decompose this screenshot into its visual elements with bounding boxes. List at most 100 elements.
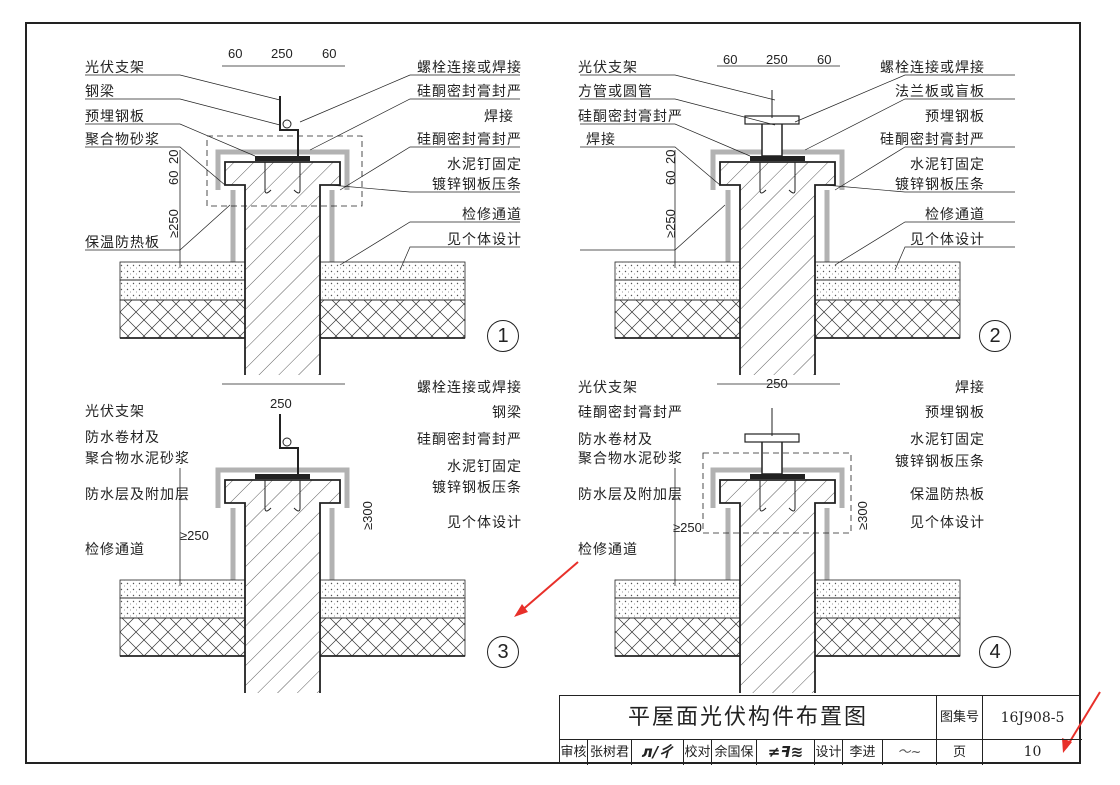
dimension: 60: [817, 52, 832, 67]
label: 法兰板或盲板: [895, 84, 985, 100]
check-label: 校对: [684, 740, 712, 765]
dimension: 60: [322, 46, 337, 61]
slab-layer: [119, 579, 246, 599]
label: 聚合物水泥砂浆: [85, 451, 190, 467]
label: 硅酮密封膏封严: [417, 132, 522, 148]
leader-line: [834, 221, 1015, 266]
label: 光伏支架: [578, 60, 638, 76]
label: 保温防热板: [85, 235, 160, 251]
label: 预埋钢板: [85, 109, 145, 125]
designer-signature: 〜~: [883, 740, 937, 765]
design-label: 设计: [815, 740, 843, 765]
insulation-layer: [119, 617, 246, 657]
bolt: [282, 437, 292, 447]
insulation-board-outline: [206, 135, 363, 207]
screed-layer: [119, 279, 246, 301]
dimension: 60: [228, 46, 243, 61]
checker-signature: ≠ꟻ≋: [757, 740, 815, 765]
reviewer-signature: ᴫ/ㄔ: [632, 740, 684, 765]
mortar-coating: [215, 149, 350, 262]
leader-line: [804, 98, 1015, 151]
embedded-plate: [750, 474, 805, 479]
concrete-parapet: [224, 161, 341, 375]
dimension: ≥300: [855, 501, 870, 530]
anchor-bar: [759, 162, 796, 194]
insulation-layer: [814, 299, 961, 339]
dimension: 250: [271, 46, 293, 61]
label: 镀锌钢板压条: [895, 177, 985, 193]
leader-line: [580, 204, 726, 251]
anchor-bar: [759, 480, 796, 512]
screed-layer: [614, 279, 741, 301]
drawing-title: 平屋面光伏构件布置图: [560, 696, 937, 740]
slab-layer: [119, 261, 246, 281]
screed-layer: [319, 279, 466, 301]
label: 水泥钉固定: [447, 157, 522, 173]
dimension: 60: [663, 170, 678, 185]
leader-line: [580, 98, 776, 126]
leader-line: [85, 204, 231, 251]
label: 螺栓连接或焊接: [417, 60, 522, 76]
leader-line: [299, 74, 520, 123]
label: 钢梁: [492, 405, 522, 421]
label: 硅酮密封膏封严: [578, 109, 683, 125]
insulation-layer: [814, 617, 961, 657]
insulation-layer: [614, 617, 741, 657]
designer: 李进: [843, 740, 883, 765]
detail-number: 2: [979, 320, 1011, 352]
label: 焊接: [586, 132, 616, 148]
label: 焊接: [484, 109, 514, 125]
dimension: 60: [723, 52, 738, 67]
label: 光伏支架: [578, 380, 638, 396]
annotation-arrow-head: [514, 604, 528, 617]
screed-layer: [614, 597, 741, 619]
slab-layer: [814, 579, 961, 599]
label: 预埋钢板: [925, 405, 985, 421]
leader-line: [85, 146, 226, 186]
label: 镀锌钢板压条: [432, 177, 522, 193]
leader-line: [339, 221, 520, 266]
label: 水泥钉固定: [447, 459, 522, 475]
label: 见个体设计: [447, 232, 522, 248]
embedded-plate: [255, 156, 310, 161]
drawing-frame: [25, 22, 1081, 764]
label: 方管或圆管: [578, 84, 653, 100]
label: 镀锌钢板压条: [432, 480, 522, 496]
insulation-board-outline: [702, 452, 852, 534]
insulation-layer: [319, 299, 466, 339]
anchor-bar: [264, 162, 301, 194]
concrete-parapet: [224, 479, 341, 693]
label: 硅酮密封膏封严: [880, 132, 985, 148]
anchor-bar: [264, 480, 301, 512]
label: 防水卷材及: [85, 430, 160, 446]
leader-line: [794, 74, 1015, 123]
leader-line: [580, 74, 776, 101]
label: 检修通道: [925, 207, 985, 223]
label: 预埋钢板: [925, 109, 985, 125]
label: 光伏支架: [85, 404, 145, 420]
slab-layer: [614, 579, 741, 599]
label: 检修通道: [578, 542, 638, 558]
leader-line: [339, 146, 520, 191]
dimension: 60: [166, 170, 181, 185]
annotation-arrow: [1065, 691, 1101, 749]
label: 钢梁: [85, 84, 115, 100]
slab-layer: [319, 261, 466, 281]
insulation-layer: [119, 299, 246, 339]
dimension: 250: [270, 396, 292, 411]
slab-layer: [614, 261, 741, 281]
label: 水泥钉固定: [910, 157, 985, 173]
label: 螺栓连接或焊接: [417, 380, 522, 396]
concrete-parapet: [719, 161, 836, 375]
detail-number: 4: [979, 636, 1011, 668]
label: 防水卷材及: [578, 432, 653, 448]
steel-angle: [279, 96, 299, 156]
dimension: 20: [166, 149, 181, 164]
label: 防水层及附加层: [85, 487, 190, 503]
label: 保温防热板: [910, 487, 985, 503]
screed-layer: [814, 279, 961, 301]
dimension: ≥300: [360, 501, 375, 530]
label: 见个体设计: [910, 515, 985, 531]
page-label: 页: [937, 740, 983, 765]
dimension: ≥250: [673, 520, 702, 535]
